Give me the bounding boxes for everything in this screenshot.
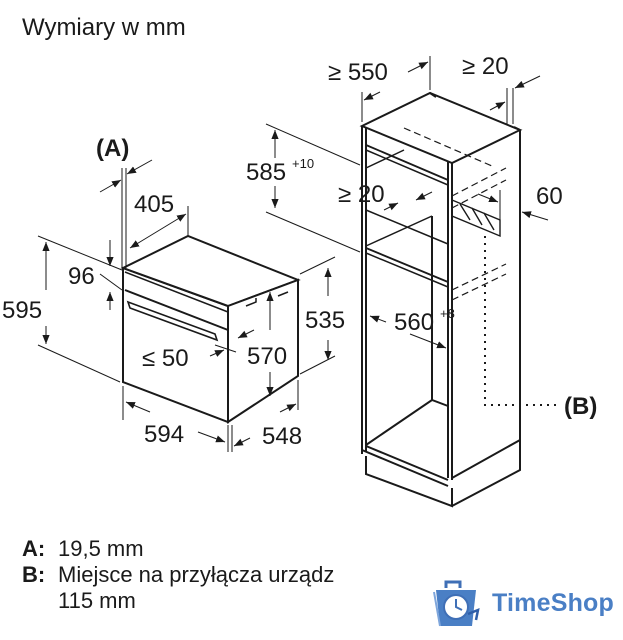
vent-hatch (451, 198, 501, 238)
dim-560: 560 (394, 309, 434, 336)
dim-le-50: ≤ 50 (142, 345, 189, 372)
dim-ge-550: ≥ 550 (328, 59, 388, 86)
legend-key-b: B: (22, 562, 46, 587)
dim-595: 595 (2, 297, 42, 324)
dim-ge-20-shelf: ≥ 20 (338, 181, 385, 208)
dim-405: 405 (134, 191, 174, 218)
label-a: (A) (96, 135, 129, 162)
dim-560-tol: +8 (440, 306, 455, 321)
dim-ge-20-top: ≥ 20 (462, 53, 509, 80)
dim-585: 585 (246, 159, 286, 186)
cabinet-dimension-lines (265, 56, 549, 349)
oven-dimension-lines (37, 159, 336, 452)
legend-row-b: B: Miejsce na przyłącza urządz (22, 562, 334, 588)
dim-548: 548 (262, 423, 302, 450)
legend-row-a: A: 19,5 mm (22, 536, 334, 562)
oven-drawing (120, 234, 301, 424)
dim-535: 535 (305, 307, 345, 334)
brand-name: TimeShop (492, 588, 614, 617)
legend-row-b-cont: 115 mm (58, 588, 136, 613)
label-b: (B) (564, 393, 597, 420)
legend-value-a: 19,5 mm (58, 536, 144, 561)
legend-value-b: Miejsce na przyłącza urządz (58, 562, 335, 587)
legend-key-a: A: (22, 536, 46, 561)
dim-96: 96 (68, 263, 95, 290)
legend: A:19,5 mm B:Miejsce na przyłącza urządz … (22, 536, 334, 614)
cabinet-hidden-lines (403, 127, 507, 301)
dim-570: 570 (247, 343, 287, 370)
dim-60: 60 (536, 183, 563, 210)
dim-594: 594 (144, 421, 184, 448)
dim-585-tol: +10 (292, 156, 314, 171)
connection-area-line (484, 236, 560, 406)
timeshop-watermark: TimeShop (432, 578, 614, 628)
clock-bag-icon (433, 580, 480, 627)
cabinet-drawing (359, 91, 523, 508)
page-title: Wymiary w mm (22, 14, 186, 41)
